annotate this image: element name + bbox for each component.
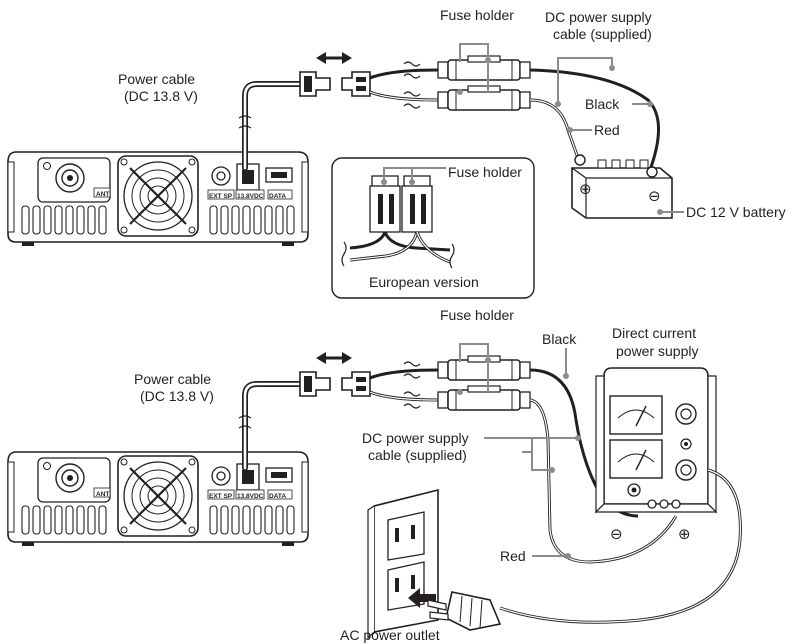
top-diagram: ANT EXT SP 13.8VDC DATA bbox=[6, 7, 786, 299]
power-cable-label-line2: (DC 13.8 V) bbox=[124, 88, 198, 104]
fuse-holder-icon bbox=[437, 385, 531, 411]
battery-positive-symbol: ⊕ bbox=[579, 180, 592, 198]
fuse-holder-icon bbox=[437, 85, 531, 111]
fuse-holder-label: Fuse holder bbox=[440, 7, 514, 23]
red-label: Red bbox=[500, 548, 526, 564]
meter-icon bbox=[609, 439, 663, 479]
red-wire bbox=[369, 391, 439, 401]
bottom-diagram: ANT EXT SP 13.8VDC DATA bbox=[6, 307, 742, 643]
dc-in-label: 13.8VDC bbox=[237, 193, 264, 200]
data-port-label: DATA bbox=[269, 493, 286, 500]
connector-icon bbox=[341, 71, 371, 97]
battery-negative-symbol: ⊖ bbox=[648, 187, 661, 205]
power-supply-icon bbox=[594, 367, 718, 514]
meter-icon bbox=[609, 395, 663, 435]
black-label: Black bbox=[542, 331, 577, 347]
ant-label: ANT bbox=[96, 191, 109, 198]
black-lead bbox=[529, 68, 660, 171]
battery-label: DC 12 V battery bbox=[686, 204, 786, 220]
black-label: Black bbox=[585, 96, 620, 112]
ac-outlet-label: AC power outlet bbox=[340, 627, 440, 643]
supply-label-line1: Direct current bbox=[612, 325, 696, 341]
connector-icon bbox=[299, 371, 331, 397]
european-version-label: European version bbox=[369, 274, 479, 290]
fuse-holder-icon bbox=[437, 355, 531, 381]
double-arrow-icon bbox=[314, 50, 354, 66]
data-port-label: DATA bbox=[269, 193, 286, 200]
cable-break-icon bbox=[238, 115, 252, 129]
fuse-holder-label: Fuse holder bbox=[440, 307, 514, 323]
ext-sp-label: EXT SP bbox=[209, 193, 233, 200]
connector-icon bbox=[299, 71, 331, 97]
black-wire bbox=[369, 68, 439, 80]
ext-sp-label: EXT SP bbox=[209, 493, 233, 500]
connector-icon bbox=[341, 371, 371, 397]
dc-cable-label-line1: DC power supply bbox=[362, 430, 469, 446]
inset-fuse-holder-label: Fuse holder bbox=[448, 164, 522, 180]
ant-label: ANT bbox=[96, 491, 109, 498]
supply-negative-symbol: ⊖ bbox=[610, 525, 623, 543]
double-arrow-icon bbox=[314, 350, 354, 366]
cable-break-icon bbox=[238, 415, 252, 429]
power-cable bbox=[242, 381, 303, 471]
power-cable bbox=[242, 81, 303, 171]
leader-lines bbox=[459, 343, 578, 557]
supply-label-line2: power supply bbox=[616, 343, 699, 359]
leader-lines bbox=[459, 43, 684, 213]
fuse-holder-icon bbox=[437, 55, 531, 81]
red-label: Red bbox=[594, 122, 620, 138]
power-cable-label-line1: Power cable bbox=[118, 71, 195, 87]
dc-cable-label-line1: DC power supply bbox=[545, 9, 652, 25]
dc-cable-label-line2: cable (supplied) bbox=[368, 447, 467, 463]
battery-icon bbox=[571, 154, 673, 219]
dc-in-label: 13.8VDC bbox=[237, 493, 264, 500]
power-cable-label-line1: Power cable bbox=[134, 371, 211, 387]
wall-outlet-icon bbox=[367, 488, 439, 640]
dc-cable-label-line2: cable (supplied) bbox=[553, 26, 652, 42]
power-cable-label-line2: (DC 13.8 V) bbox=[140, 388, 214, 404]
european-version-inset bbox=[331, 157, 535, 299]
supply-positive-symbol: ⊕ bbox=[678, 525, 691, 543]
ac-plug-icon bbox=[427, 591, 502, 631]
black-wire bbox=[369, 368, 439, 380]
red-wire bbox=[369, 91, 439, 101]
